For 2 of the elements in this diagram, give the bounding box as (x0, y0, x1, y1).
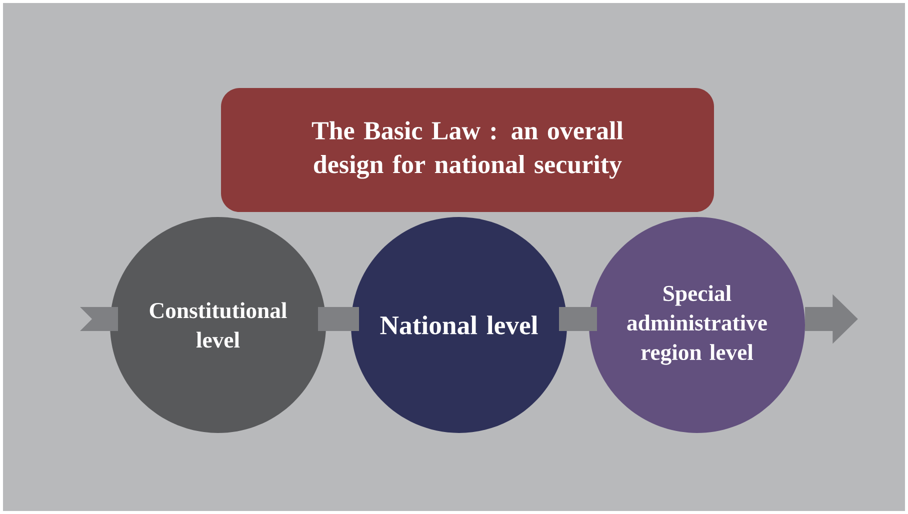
title-banner: The Basic Law : an overall design for national security (221, 88, 714, 212)
arrow-band (80, 307, 118, 331)
